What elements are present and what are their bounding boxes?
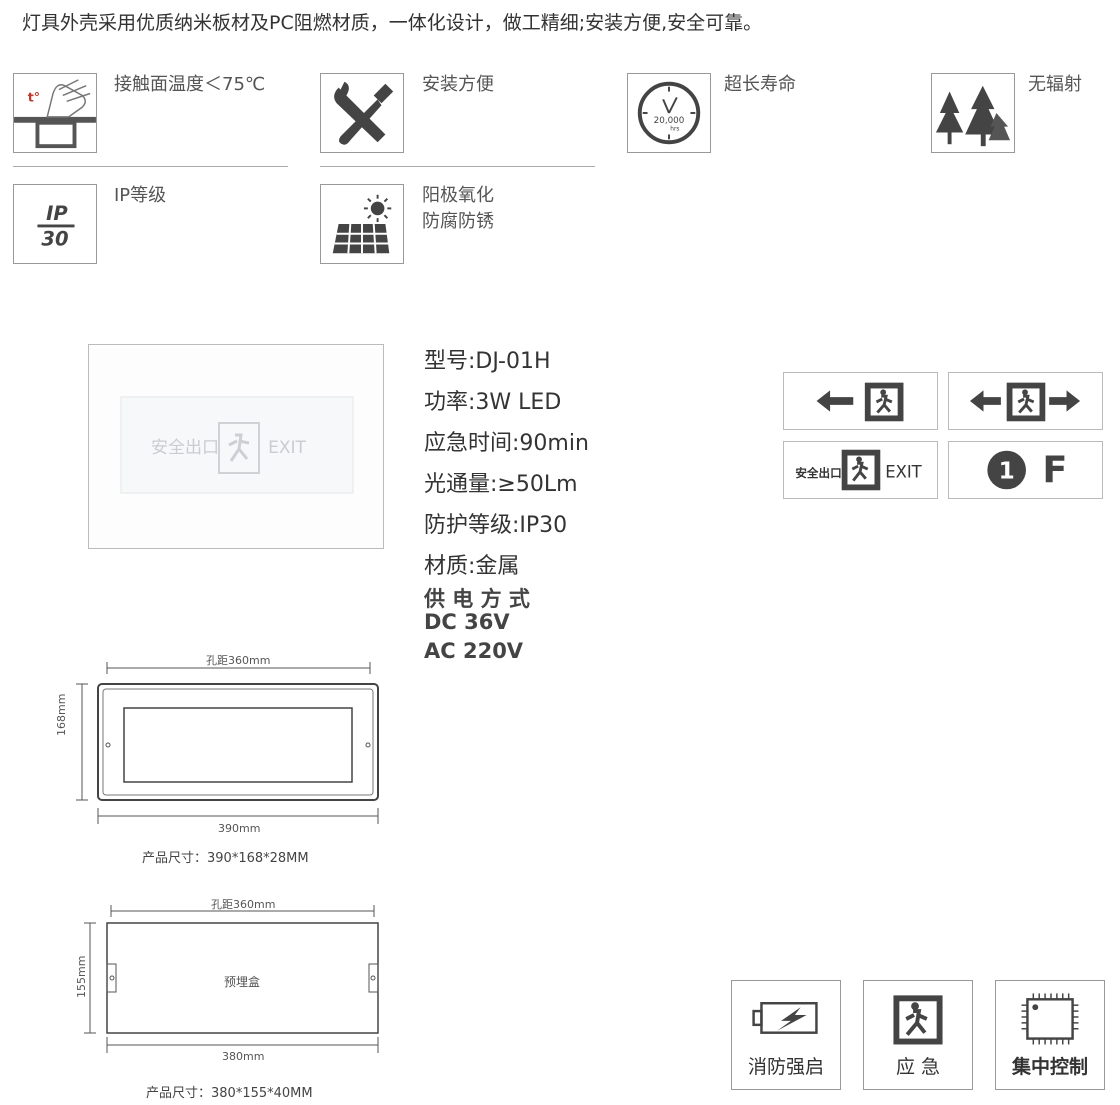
power-ac: AC 220V xyxy=(424,639,524,663)
dimension-drawing-1 xyxy=(60,648,390,828)
spec-luminous-flux: 光通量:≥50Lm xyxy=(424,472,578,497)
feature-label-anodized-1: 阳极氧化 xyxy=(422,185,494,206)
solar-panel-icon xyxy=(320,184,404,264)
floor-number: 1 xyxy=(999,458,1015,485)
drawing1-top-dim: 孔距360mm xyxy=(206,654,271,667)
feature-label-temperature: 接触面温度＜75℃ xyxy=(114,74,266,95)
drawing2-center-label: 预埋盒 xyxy=(224,975,261,989)
fire-force-start-icon xyxy=(752,1002,818,1034)
spec-protection: 防护等级:IP30 xyxy=(424,513,568,538)
divider-line-1 xyxy=(13,166,288,167)
hand-temperature-icon: t° xyxy=(13,73,97,153)
badge-label-control: 集中控制 xyxy=(1011,1056,1088,1078)
drawing1-size: 产品尺寸：390*168*28MM xyxy=(142,851,309,866)
floor-letter: F xyxy=(1042,449,1067,492)
safety-exit-cn: 安全出口 xyxy=(795,466,841,480)
badge-label-fire: 消防强启 xyxy=(747,1056,824,1078)
spec-model: 型号:DJ-01H xyxy=(424,349,551,374)
clock-icon: 20,000 hrs xyxy=(627,73,711,153)
intro-text: 灯具外壳采用优质纳米板材及PC阻燃材质，一体化设计，做工精细;安装方便,安全可靠… xyxy=(22,12,763,34)
feature-label-anodized-2: 防腐防锈 xyxy=(422,211,494,232)
badge-central-control: 集中控制 xyxy=(995,980,1105,1090)
safety-exit-icon: 安全出口 EXIT xyxy=(783,441,938,499)
floor-1f-icon: 1 F xyxy=(948,441,1103,499)
spec-power: 功率:3W LED xyxy=(424,390,562,415)
clock-hours: 20,000 xyxy=(654,116,685,126)
drawing1-side-dim: 168mm xyxy=(55,693,68,736)
drawing2-size: 产品尺寸：380*155*40MM xyxy=(146,1086,313,1101)
arrow-left-exit-icon xyxy=(783,372,938,430)
drawing2-bottom-dim: 380mm xyxy=(222,1050,265,1063)
spec-emergency-time: 应急时间:90min xyxy=(424,431,589,456)
drawing2-side-dim: 155mm xyxy=(75,955,88,998)
safety-exit-en: EXIT xyxy=(885,463,922,482)
feature-label-no-radiation: 无辐射 xyxy=(1028,74,1082,95)
badge-fire-force-start: 消防强启 xyxy=(731,980,841,1090)
emergency-exit-icon xyxy=(893,995,943,1045)
photo-sign-left: 安全出口 xyxy=(151,438,219,458)
ip-number: 30 xyxy=(41,227,68,250)
power-title: 供 电 方 式 xyxy=(424,587,530,611)
ip-text: IP xyxy=(46,202,68,225)
chip-control-icon xyxy=(1021,993,1079,1045)
ip-rating-icon: IP 30 xyxy=(13,184,97,264)
spec-material: 材质:金属 xyxy=(424,554,520,579)
photo-sign-right: EXIT xyxy=(268,438,306,458)
badge-label-emergency: 应 急 xyxy=(895,1056,941,1078)
clock-unit: hrs xyxy=(670,127,679,133)
temp-symbol: t° xyxy=(28,89,40,104)
feature-label-install: 安装方便 xyxy=(422,74,494,95)
power-dc: DC 36V xyxy=(424,610,510,634)
drawing1-bottom-dim: 390mm xyxy=(218,822,261,835)
divider-line-2 xyxy=(320,166,595,167)
arrow-both-exit-icon xyxy=(948,372,1103,430)
wrench-screwdriver-icon xyxy=(320,73,404,153)
feature-label-ip: IP等级 xyxy=(114,185,167,206)
trees-icon xyxy=(931,73,1015,153)
badge-emergency: 应 急 xyxy=(863,980,973,1090)
dimension-drawing-2 xyxy=(60,893,390,1073)
drawing2-top-dim: 孔距360mm xyxy=(211,898,276,911)
product-photo: 安全出口 EXIT xyxy=(88,344,384,549)
feature-label-lifespan: 超长寿命 xyxy=(724,74,796,95)
